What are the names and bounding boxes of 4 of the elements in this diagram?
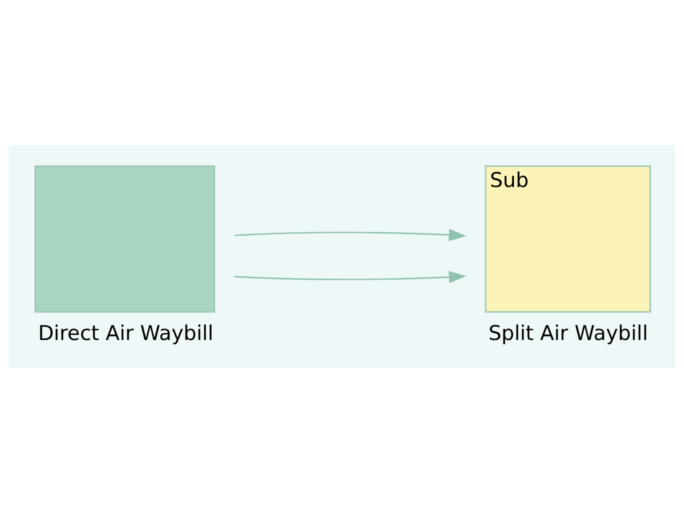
node-label: Direct Air Waybill (38, 320, 214, 345)
arrow (234, 228, 466, 242)
arrow (234, 270, 466, 284)
node-label: Split Air Waybill (488, 320, 648, 345)
